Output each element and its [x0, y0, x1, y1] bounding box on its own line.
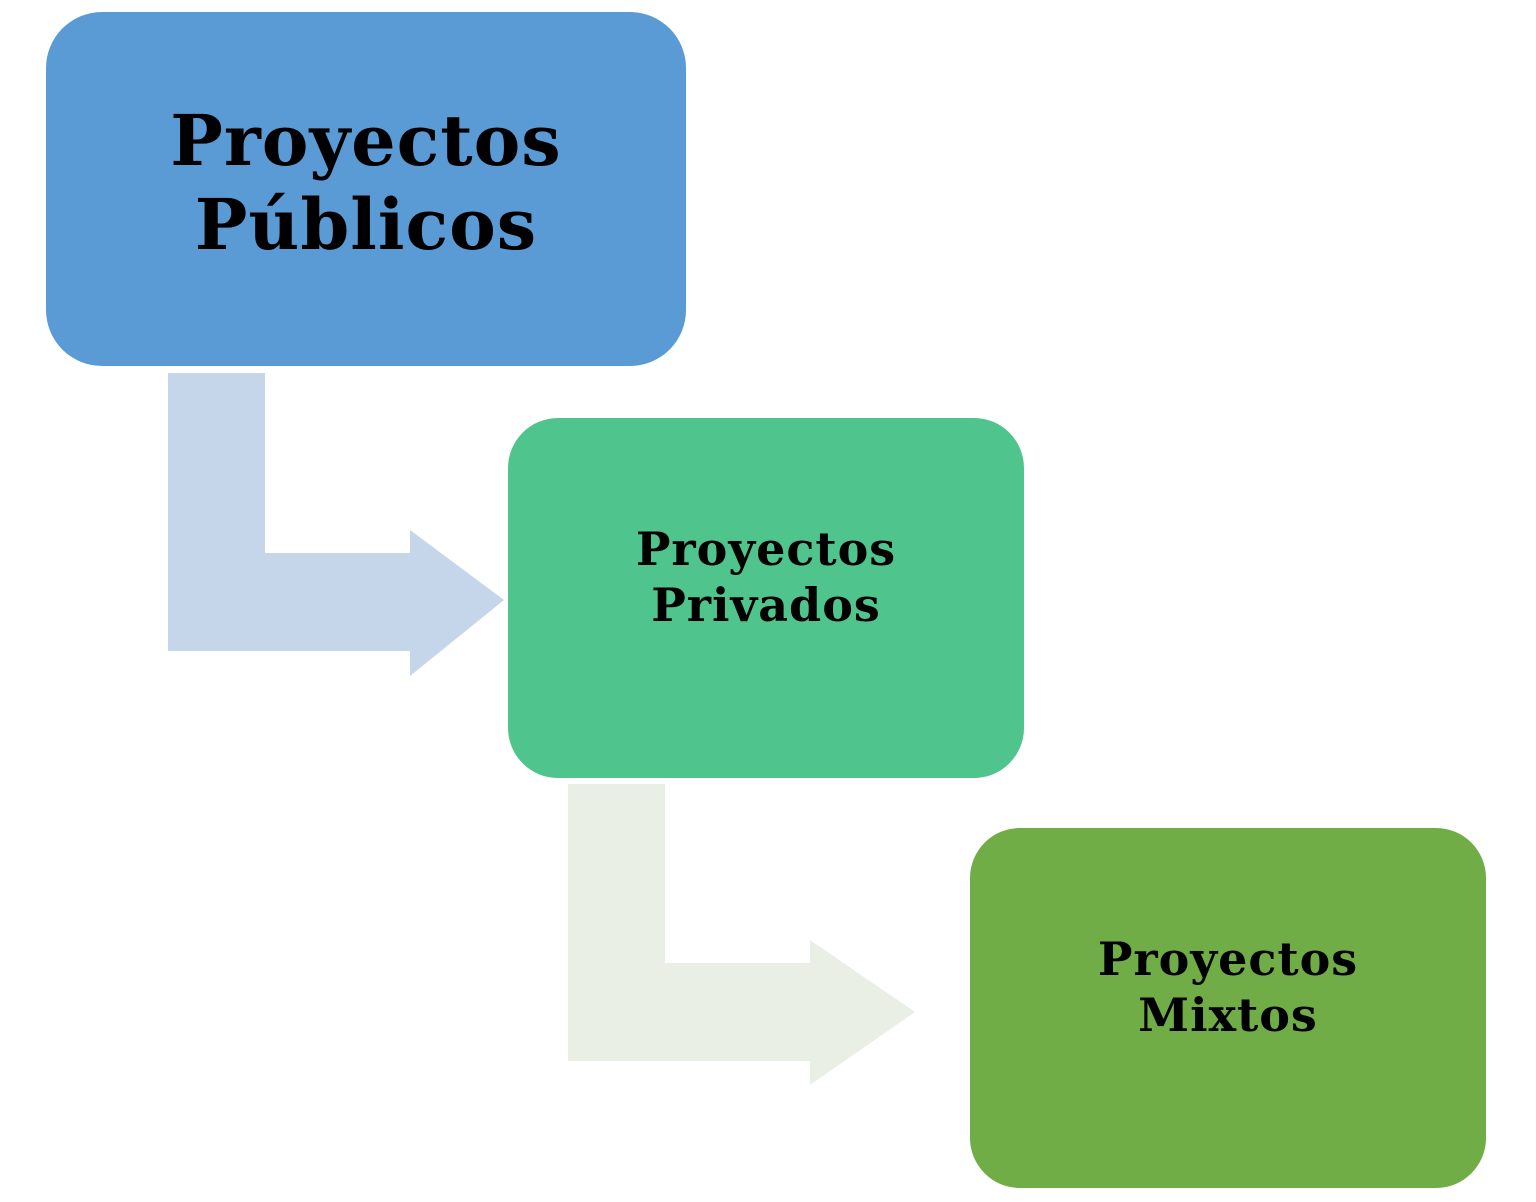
- arrow-privados-to-mixtos: [568, 784, 915, 1085]
- node-label-privados: Proyectos Privados: [635, 522, 897, 632]
- node-proyectos-privados: Proyectos Privados: [508, 418, 1024, 778]
- arrow-publicos-to-privados: [168, 373, 504, 676]
- node-label-publicos: Proyectos Públicos: [170, 99, 562, 266]
- node-proyectos-mixtos: Proyectos Mixtos: [970, 828, 1486, 1188]
- node-proyectos-publicos: Proyectos Públicos: [46, 12, 686, 366]
- node-label-mixtos: Proyectos Mixtos: [1097, 932, 1359, 1042]
